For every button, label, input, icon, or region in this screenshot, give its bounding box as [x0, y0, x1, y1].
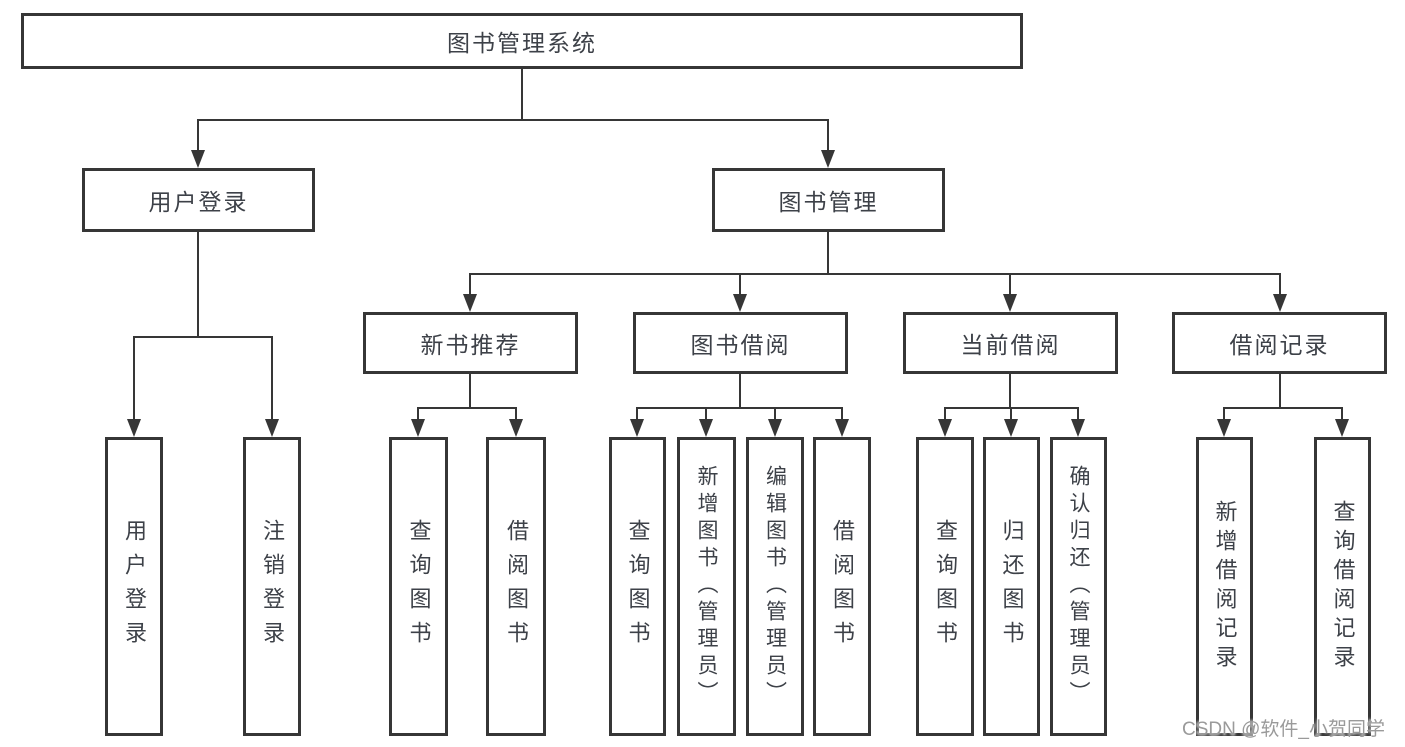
watermark: CSDN @软件_小贺同学 [1182, 719, 1385, 740]
connector-line [739, 273, 741, 298]
arrowhead [191, 150, 205, 168]
connector-line [133, 336, 273, 338]
node-label: 用户登录 [148, 189, 249, 215]
leaf-user-login: 用户登录 [105, 437, 163, 736]
node-label: 图书管理 [778, 189, 879, 215]
node-label: 当前借阅 [960, 332, 1061, 358]
node-label: 图书管理系统 [447, 30, 597, 56]
connector-line [1009, 374, 1011, 408]
arrowhead [821, 150, 835, 168]
arrowhead [733, 294, 747, 312]
leaf-logout-login: 注销登录 [243, 437, 301, 736]
leaf-borrow-book-recommend: 借阅图书 [486, 437, 546, 736]
connector-line [271, 336, 273, 421]
connector-line [197, 232, 199, 338]
connector-line [944, 407, 946, 421]
node-label: 用户登录 [122, 518, 147, 655]
connector-line [469, 374, 471, 408]
node-label: 查询借阅记录 [1330, 499, 1356, 674]
arrowhead [1335, 419, 1349, 437]
leaf-borrow-book: 借阅图书 [813, 437, 871, 736]
arrowhead [699, 419, 713, 437]
connector-line [1279, 374, 1281, 408]
arrowhead [835, 419, 849, 437]
arrowhead [265, 419, 279, 437]
leaf-query-book-borrow: 查询图书 [609, 437, 666, 736]
node-user-login: 用户登录 [82, 168, 315, 232]
arrowhead [1004, 419, 1018, 437]
connector-line [1010, 407, 1012, 421]
arrowhead [1071, 419, 1085, 437]
connector-line [774, 407, 776, 421]
leaf-return-book: 归还图书 [983, 437, 1040, 736]
node-new-book-recommend: 新书推荐 [363, 312, 578, 374]
connector-line [417, 407, 419, 421]
node-label: 查询图书 [406, 518, 432, 655]
connector-line [133, 336, 135, 421]
node-current-borrow: 当前借阅 [903, 312, 1118, 374]
node-borrow-records: 借阅记录 [1172, 312, 1387, 374]
node-label: 注销登录 [260, 518, 285, 655]
connector-line [1223, 407, 1225, 421]
connector-line [636, 407, 842, 409]
arrowhead [509, 419, 523, 437]
node-label: 新增借阅记录 [1212, 499, 1238, 674]
connector-line [636, 407, 638, 421]
connector-line [521, 69, 523, 121]
connector-line [417, 407, 517, 409]
leaf-query-book-current: 查询图书 [916, 437, 974, 736]
node-book-management: 图书管理 [712, 168, 945, 232]
connector-line [1279, 273, 1281, 298]
node-label: 确认归还（管理员） [1067, 465, 1090, 708]
connector-line [841, 407, 843, 421]
arrowhead [127, 419, 141, 437]
connector-line [197, 119, 199, 153]
connector-line [1009, 273, 1011, 298]
connector-line [827, 232, 829, 275]
connector-line [1341, 407, 1343, 421]
arrowhead [768, 419, 782, 437]
arrowhead [630, 419, 644, 437]
arrowhead [463, 294, 477, 312]
leaf-query-book-recommend: 查询图书 [389, 437, 448, 736]
node-book-borrow: 图书借阅 [633, 312, 848, 374]
arrowhead [411, 419, 425, 437]
node-library-management-system: 图书管理系统 [21, 13, 1023, 69]
connector-line [197, 119, 829, 121]
leaf-edit-book-admin: 编辑图书（管理员） [746, 437, 804, 736]
node-label: 新书推荐 [420, 332, 521, 358]
arrowhead [1003, 294, 1017, 312]
connector-line [1223, 407, 1342, 409]
node-label: 查询图书 [933, 518, 958, 655]
node-label: 图书借阅 [690, 332, 791, 358]
node-label: 查询图书 [625, 518, 651, 655]
leaf-add-borrow-record: 新增借阅记录 [1196, 437, 1253, 736]
connector-line [705, 407, 707, 421]
connector-line [827, 119, 829, 153]
node-label: 借阅图书 [830, 518, 855, 655]
leaf-query-borrow-record: 查询借阅记录 [1314, 437, 1371, 736]
node-label: 借阅记录 [1229, 332, 1330, 358]
node-label: 新增图书（管理员） [695, 465, 718, 708]
node-label: 归还图书 [999, 518, 1025, 655]
arrowhead [1217, 419, 1231, 437]
node-label: 编辑图书（管理员） [763, 465, 787, 708]
node-label: 借阅图书 [504, 518, 529, 655]
arrowhead [938, 419, 952, 437]
connector-line [469, 273, 1281, 275]
connector-line [1077, 407, 1079, 421]
connector-line [515, 407, 517, 421]
leaf-add-book-admin: 新增图书（管理员） [677, 437, 736, 736]
connector-line [739, 374, 741, 408]
connector-line [469, 273, 471, 298]
arrowhead [1273, 294, 1287, 312]
leaf-confirm-return-admin: 确认归还（管理员） [1050, 437, 1107, 736]
